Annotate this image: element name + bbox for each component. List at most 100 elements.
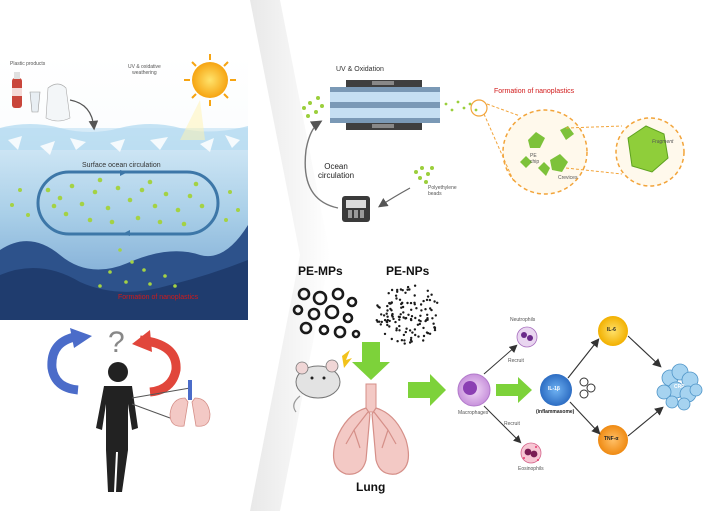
pe-np-dot <box>413 328 417 331</box>
pe-np-dot <box>388 301 391 305</box>
pe-np-dot <box>418 322 421 326</box>
pe-np-dot <box>405 327 408 330</box>
pe-np-dot <box>379 323 382 326</box>
pe-np-dot <box>414 316 417 320</box>
pe-np-dot <box>422 299 425 303</box>
il6-node <box>598 316 628 346</box>
crp-node <box>656 363 703 411</box>
particles-ocean <box>10 177 240 288</box>
question-mark: ? <box>108 326 125 359</box>
polyethylene-beads-label: Polyethylene beads <box>428 185 457 197</box>
pe-np-dot <box>430 293 433 296</box>
pe-np-dot <box>406 285 410 289</box>
pe-np-dot <box>419 320 422 323</box>
pe-np-dot <box>396 290 399 293</box>
pe-np-dot <box>380 313 383 316</box>
pe-np-dot <box>392 317 395 321</box>
pe-np-dot <box>404 291 407 294</box>
blue-cycle-arrow <box>47 331 81 395</box>
pe-np-dot <box>383 318 387 322</box>
pe-np-dot <box>399 288 403 291</box>
sun-icon <box>184 54 236 106</box>
pe-np-dot <box>431 317 434 320</box>
pe-np-dot <box>398 324 401 328</box>
pe-np-dot <box>382 314 386 317</box>
pe-np-dot <box>407 313 410 316</box>
il6-label: IL-6 <box>607 327 616 333</box>
pe-np-dot <box>394 320 397 324</box>
pe-np-dot <box>426 317 429 320</box>
pe-np-dot <box>401 289 404 292</box>
pe-np-dot <box>433 326 436 329</box>
pe-np-dot <box>390 309 393 312</box>
reservoir-icon <box>342 196 370 222</box>
pe-np-dot <box>386 304 389 308</box>
pe-np-dot <box>426 289 429 292</box>
lung-diagram <box>333 383 409 475</box>
il1b-label: IL-1β <box>548 386 560 392</box>
inhalation-arrow <box>352 342 390 380</box>
pe-np-dot <box>402 333 406 337</box>
eosinophils-label: Eosinophils <box>518 466 544 472</box>
fragment-shape <box>627 125 669 173</box>
pe-np-dot <box>375 319 378 322</box>
pe-np-dot <box>386 318 389 322</box>
pe-np-dot <box>394 294 398 297</box>
pe-np-dot <box>390 314 394 317</box>
pe-np-dot <box>425 298 429 302</box>
pe-np-dot <box>433 300 436 303</box>
pe-np-dot <box>395 327 398 330</box>
lung-label: Lung <box>356 480 386 494</box>
pe-np-dot <box>406 301 409 305</box>
zoom-circle-chips <box>502 109 588 195</box>
pe-np-dot <box>409 301 413 305</box>
pe-np-dot <box>410 315 414 318</box>
pe-np-dot <box>419 314 422 317</box>
mouse-icon <box>293 350 352 413</box>
pe-np-dot <box>398 318 401 321</box>
pe-np-dot <box>409 338 413 342</box>
uv-weathering-label: UV & oxidative weathering <box>128 64 161 76</box>
plastic-products-label: Plastic products <box>10 61 46 67</box>
pe-np-dot <box>436 301 439 304</box>
pe-np-dot <box>387 292 390 295</box>
pe-np-dot <box>388 319 391 323</box>
pe-np-dot <box>398 315 401 319</box>
pe-np-dot <box>410 336 413 340</box>
neutrophil-cell <box>516 326 538 348</box>
pe-np-dot <box>398 298 402 301</box>
pe-np-dot <box>390 301 393 304</box>
pe-np-dot <box>380 320 383 324</box>
uv-oxidation-section <box>302 80 685 222</box>
pe-np-dot <box>426 313 429 316</box>
pe-mps-label: PE-MPs <box>298 264 343 278</box>
pe-np-dot <box>404 330 407 334</box>
pe-np-dot <box>406 288 409 291</box>
ocean-panel <box>0 54 248 320</box>
pe-np-dot <box>433 328 437 332</box>
pe-np-dot <box>414 333 417 337</box>
pe-np-dot <box>428 332 432 335</box>
formation-nanoplastics-left: Formation of nanoplastics <box>118 294 199 301</box>
crp-label: CRP <box>674 384 685 390</box>
pe-np-dot <box>424 308 427 311</box>
pe-np-dot <box>398 329 401 332</box>
inflammasome-label: (inflammasome) <box>536 409 575 415</box>
pe-np-dot <box>400 306 403 309</box>
human-silhouette <box>96 362 138 492</box>
pe-np-dot <box>395 329 398 332</box>
pe-np-dot <box>376 304 379 307</box>
macrophage-cell <box>457 373 491 407</box>
neutrophils-label: Neutrophils <box>510 317 536 323</box>
formation-nanoplastics-right: Formation of nanoplastics <box>494 88 575 95</box>
pe-np-dot <box>409 317 413 321</box>
pe-np-dot <box>430 308 433 312</box>
fragment-label: Fragment <box>652 139 674 145</box>
pe-np-dot <box>400 339 404 342</box>
pe-np-dot <box>401 301 404 304</box>
pe-np-dot <box>404 317 407 320</box>
pe-np-dot <box>422 326 425 330</box>
tnfa-label: TNF-α <box>604 436 619 442</box>
pe-np-dot <box>428 298 432 302</box>
